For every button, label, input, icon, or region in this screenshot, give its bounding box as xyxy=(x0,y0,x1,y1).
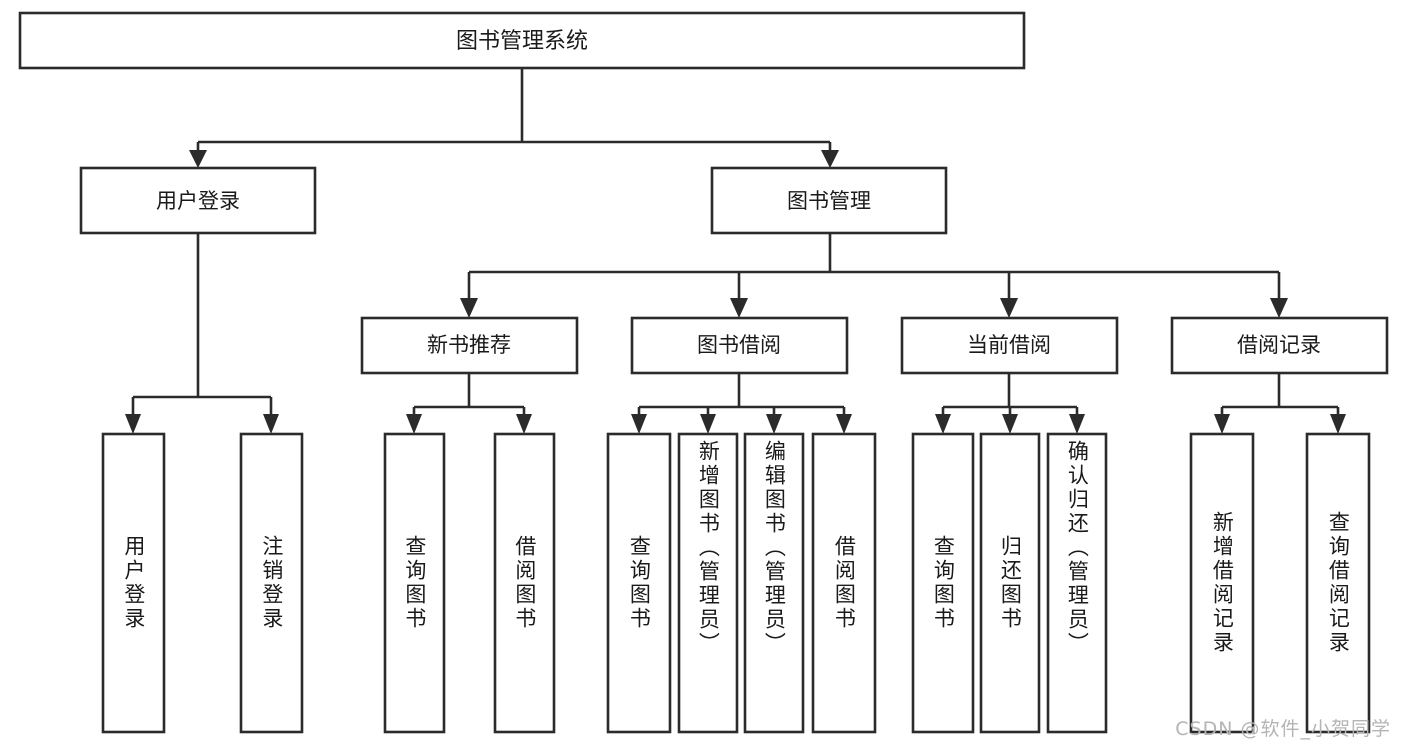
node-book-management-box xyxy=(710,166,948,235)
leaf-box-user-login[interactable] xyxy=(101,432,166,734)
connector-group xyxy=(125,68,1346,434)
node-current-borrow-label: 当前借阅 xyxy=(967,333,1051,357)
node-current-borrow-box xyxy=(900,316,1119,375)
node-new-book-recommend-box xyxy=(360,316,579,375)
leaf-box-edit-book[interactable] xyxy=(743,432,805,734)
node-borrow-record[interactable]: 借阅记录 xyxy=(1170,316,1389,375)
leaf-box-confirm-return[interactable] xyxy=(1046,432,1108,734)
arrow-to-newbook xyxy=(460,298,478,318)
arrow-leaf-query-book-1 xyxy=(406,414,422,434)
arrow-leaf-query-book-2 xyxy=(631,414,647,434)
leaf-box-logout[interactable] xyxy=(239,432,304,734)
arrow-to-user-login xyxy=(189,150,207,168)
leaf-box-query-book-1[interactable] xyxy=(383,432,446,734)
leaf-box-query-record[interactable] xyxy=(1305,432,1371,734)
arrow-leaf-borrow-book-1 xyxy=(516,414,532,434)
arrow-leaf-query-record xyxy=(1330,414,1346,434)
arrow-leaf-borrow-book-2 xyxy=(836,414,852,434)
arrow-leaf-return-book xyxy=(1002,414,1018,434)
node-user-login-box xyxy=(79,166,317,235)
node-book-management[interactable]: 图书管理 xyxy=(710,166,948,235)
arrow-leaf-add-record xyxy=(1214,414,1230,434)
node-book-borrow-label: 图书借阅 xyxy=(697,333,781,357)
arrow-leaf-query-book-3 xyxy=(935,414,951,434)
arrow-leaf-edit-book xyxy=(766,414,782,434)
node-book-borrow-box xyxy=(630,316,849,375)
arrow-to-borrow xyxy=(730,298,748,318)
leaf-box-return-book[interactable] xyxy=(979,432,1041,734)
node-borrow-record-label: 借阅记录 xyxy=(1237,333,1321,357)
arrow-to-current xyxy=(1000,298,1018,318)
arrow-to-record xyxy=(1270,298,1288,318)
node-borrow-record-box xyxy=(1170,316,1389,375)
leaf-box-borrow-book-1[interactable] xyxy=(493,432,556,734)
arrow-leaf-add-book xyxy=(700,414,716,434)
arrow-leaf-user-login xyxy=(125,414,141,434)
node-user-login[interactable]: 用户登录 xyxy=(79,166,317,235)
node-root-label: 图书管理系统 xyxy=(456,29,588,54)
arrow-leaf-logout xyxy=(263,414,279,434)
node-root-box xyxy=(18,11,1026,70)
node-book-borrow[interactable]: 图书借阅 xyxy=(630,316,849,375)
arrow-to-book-mgmt xyxy=(821,150,839,168)
arrow-leaf-confirm-return xyxy=(1069,414,1085,434)
leaf-box-add-book[interactable] xyxy=(677,432,739,734)
node-new-book-recommend-label: 新书推荐 xyxy=(427,333,511,357)
node-new-book-recommend[interactable]: 新书推荐 xyxy=(360,316,579,375)
node-current-borrow[interactable]: 当前借阅 xyxy=(900,316,1119,375)
node-book-management-label: 图书管理 xyxy=(787,189,871,213)
node-root-book-system[interactable]: 图书管理系统 xyxy=(18,11,1026,70)
leaf-box-query-book-2[interactable] xyxy=(606,432,672,734)
leaf-box-query-book-3[interactable] xyxy=(911,432,975,734)
leaf-box-add-record[interactable] xyxy=(1189,432,1255,734)
node-user-login-label: 用户登录 xyxy=(156,189,240,213)
leaf-box-borrow-book-2[interactable] xyxy=(811,432,877,734)
